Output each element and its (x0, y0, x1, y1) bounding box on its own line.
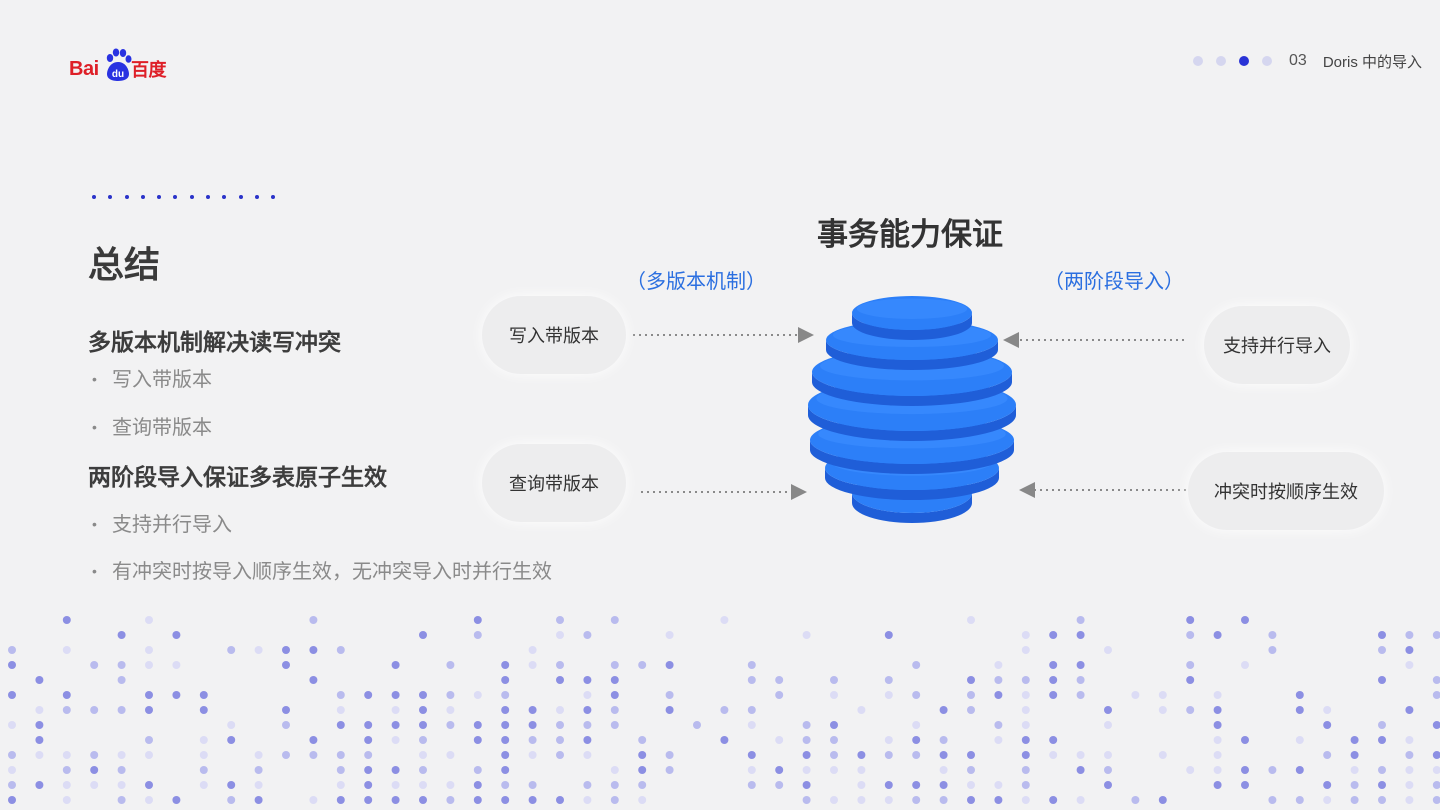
page-number: 03 (1289, 52, 1307, 69)
summary-bullet: •支持并行导入 (92, 514, 232, 536)
section-title: Doris 中的导入 (1322, 53, 1422, 71)
page-dot (1239, 56, 1250, 66)
node-write-version: 写入带版本 (482, 296, 626, 374)
logo-paw-text: du (112, 69, 124, 80)
diagram-title: 事务能力保证 (817, 217, 1003, 252)
node-parallel-import: 支持并行导入 (1204, 306, 1350, 384)
summary-bullet: •有冲突时按导入顺序生效，无冲突导入时并行生效 (92, 561, 552, 583)
page-dot (1193, 56, 1204, 66)
page-dot (1262, 56, 1273, 66)
left-caption: （多版本机制） (626, 271, 766, 293)
page-dots (1193, 56, 1285, 66)
page-dot (1216, 56, 1227, 66)
page-title: 总结 (88, 244, 161, 285)
logo-chinese-text: 百度 (131, 60, 167, 80)
paw-icon: du (106, 48, 132, 81)
decorative-dot-line (92, 195, 288, 199)
page-indicator: 03 Doris 中的导入 (1193, 50, 1422, 72)
baidu-logo: Bai du 百度 (69, 48, 179, 84)
summary-bullet: •写入带版本 (92, 369, 212, 391)
summary-heading-2: 两阶段导入保证多表原子生效 (88, 464, 387, 490)
summary-heading-1: 多版本机制解决读写冲突 (88, 329, 341, 355)
logo-latin-text: Bai (69, 58, 99, 80)
right-caption: （两阶段导入） (1044, 271, 1184, 293)
node-query-version: 查询带版本 (482, 444, 626, 522)
node-order-effect: 冲突时按顺序生效 (1188, 452, 1384, 530)
summary-bullet: •查询带版本 (92, 417, 212, 439)
